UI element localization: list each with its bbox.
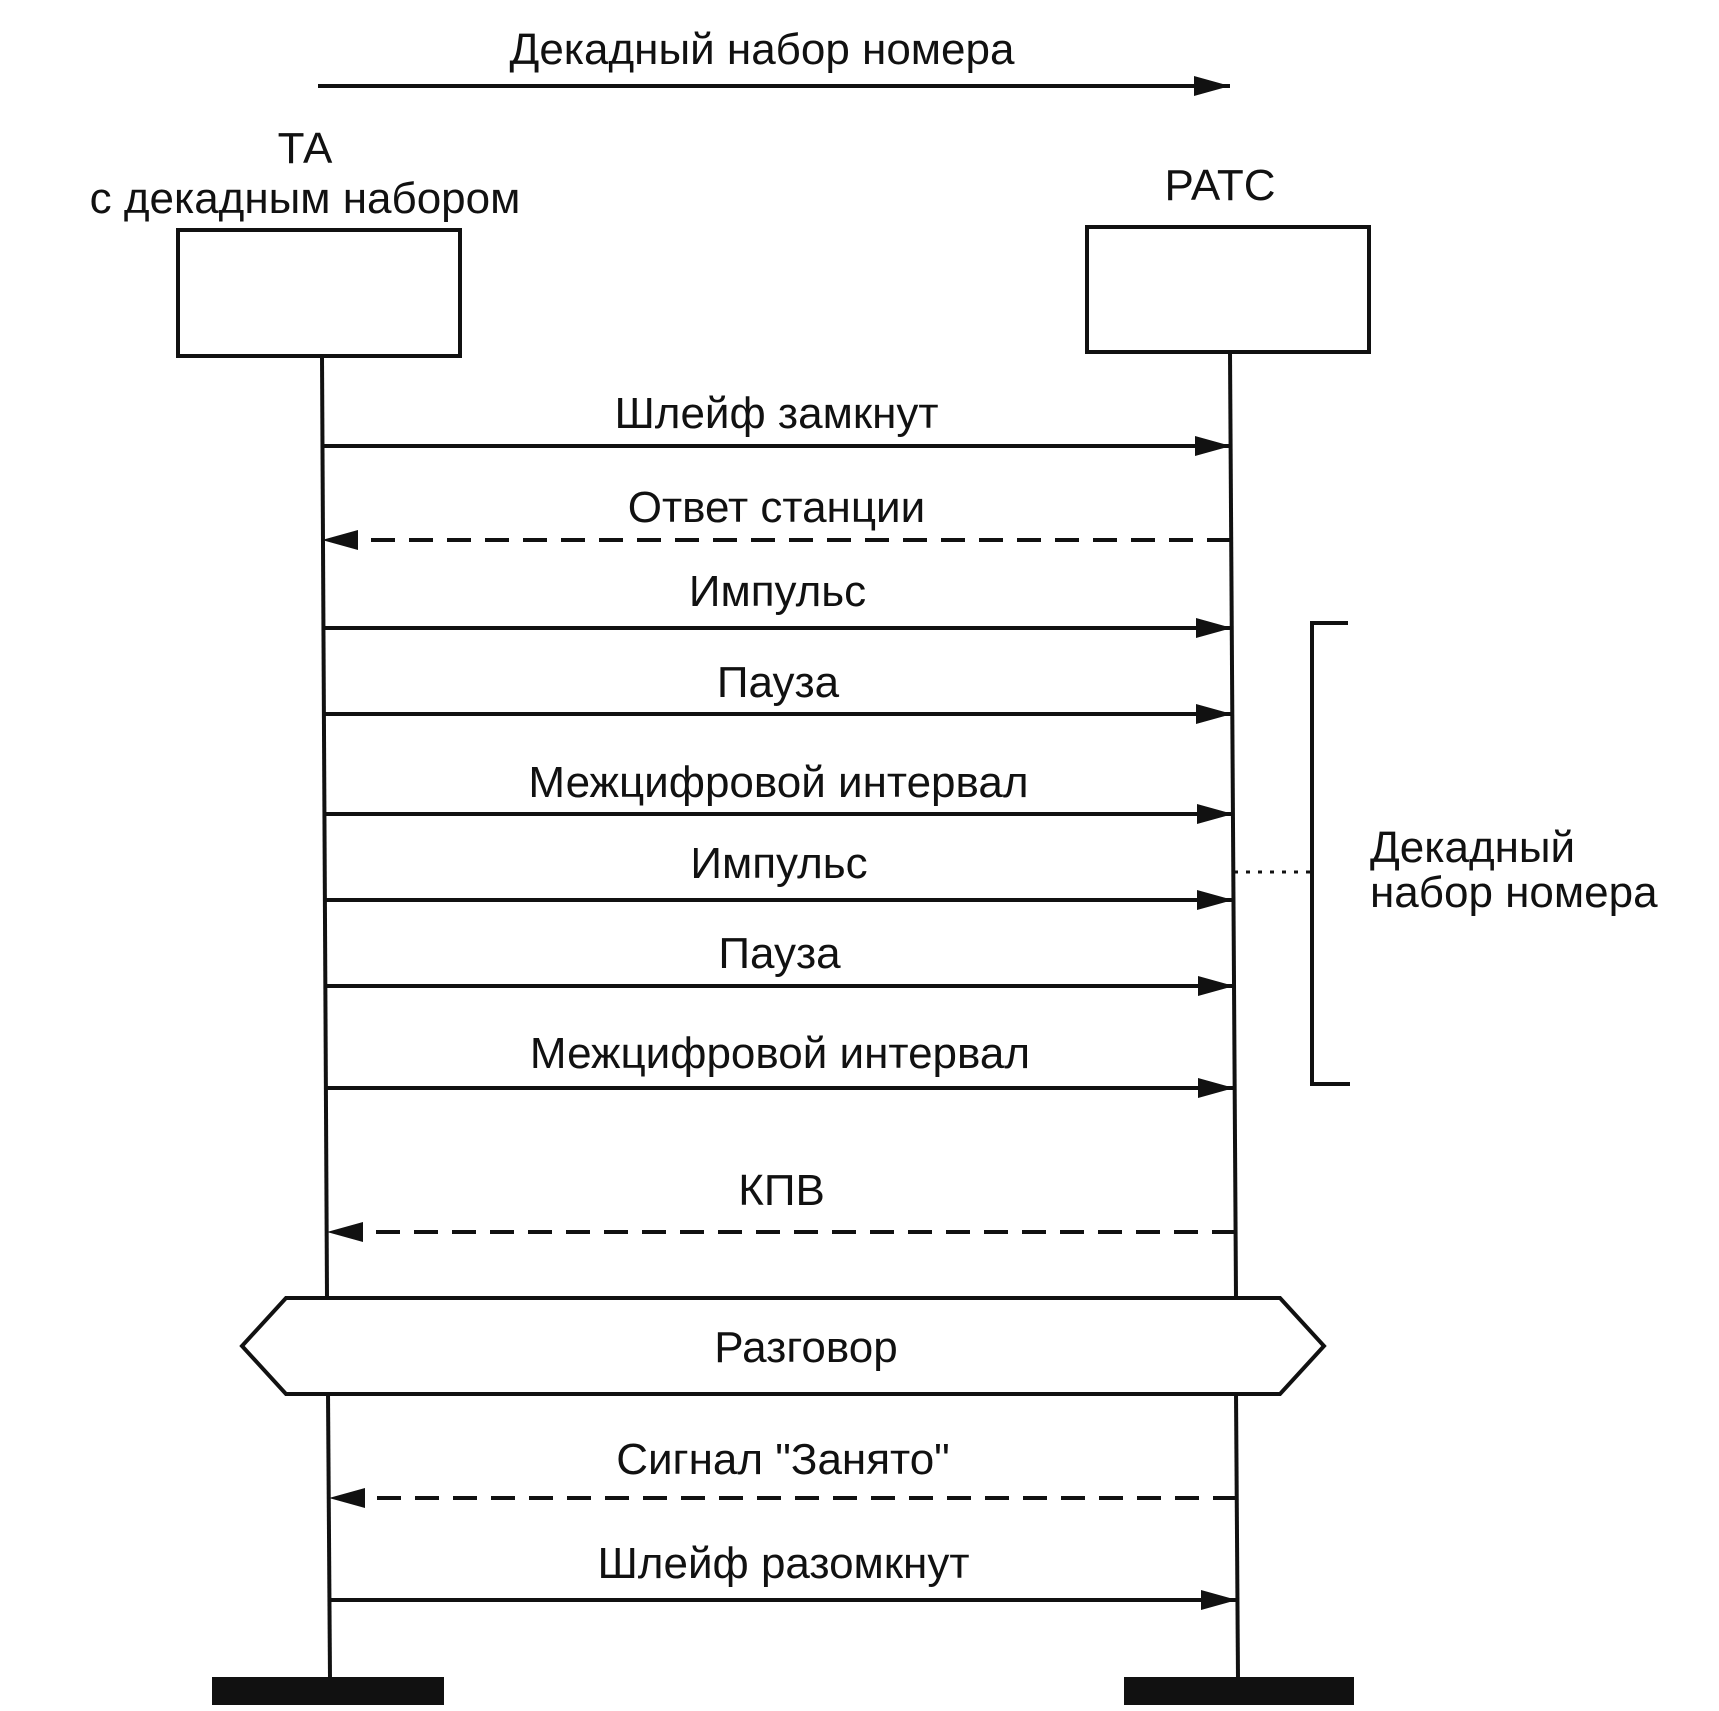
conversation-label: Разговор [714,1323,897,1372]
message-label-5: Межцифровой интервал [528,758,1028,807]
decade-dialing-bracket: Декадный набор номера [1234,621,1658,1086]
conversation-shape [239,1296,1327,1396]
participant-rats: РАТС [1085,161,1371,354]
lifeline-ta-end-bar [212,1677,444,1705]
participant-rats-label: РАТС [1165,161,1276,210]
header-title: Декадный набор номера [510,25,1015,74]
message-label-9: КПВ [738,1166,825,1215]
message-label-1: Шлейф замкнут [614,389,938,438]
lifeline-ta-lower [326,1391,332,1681]
message-label-8: Межцифровой интервал [530,1029,1030,1078]
lifeline-rats-end-bar [1124,1677,1354,1705]
lifeline-ta-upper [320,355,329,1299]
bracket-label-line1: Декадный [1370,823,1575,872]
message-label-10: Сигнал "Занято" [616,1435,950,1484]
message-label-11: Шлейф разомкнут [597,1539,969,1588]
participant-ta-label-line1: ТА [278,124,333,173]
bracket-shape [1310,621,1350,1086]
participant-ta: ТА с декадным набором [90,124,521,358]
message-label-2: Ответ станции [628,483,925,532]
bracket-label-line2: набор номера [1370,868,1658,917]
participant-rats-box [1085,225,1371,354]
lifeline-rats-upper [1228,351,1238,1299]
message-label-6: Импульс [690,839,867,888]
participant-ta-label-line2: с декадным набором [90,174,521,223]
message-label-3: Импульс [689,567,866,616]
message-label-7: Пауза [718,929,841,978]
participant-ta-box [176,228,462,358]
conversation-block: Разговор [239,1296,1327,1396]
lifeline-rats-lower [1234,1391,1240,1681]
message-label-4: Пауза [717,658,840,707]
